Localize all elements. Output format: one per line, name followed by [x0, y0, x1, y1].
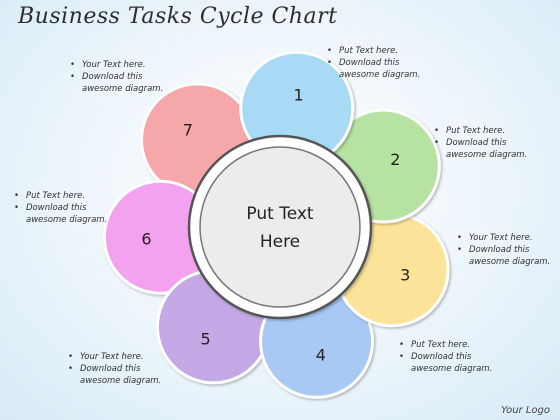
- center-text-line1: Put Text: [246, 204, 314, 224]
- center-circle: [199, 146, 361, 308]
- note-top-left: Your Text here. Download this awesome di…: [70, 59, 163, 95]
- note-left: Put Text here. Download this awesome dia…: [14, 190, 107, 226]
- center-text-line2: Here: [260, 232, 300, 252]
- note-line: awesome diagram.: [339, 70, 421, 80]
- note-bottom-right: Put Text here. Download this awesome dia…: [399, 339, 492, 375]
- petal-number: 7: [183, 121, 193, 140]
- note-line: Put Text here.: [434, 125, 527, 137]
- note-line: Download this: [70, 71, 163, 83]
- note-line: awesome diagram.: [80, 376, 162, 386]
- petal-number: 4: [316, 346, 326, 365]
- note-bottom-left: Your Text here. Download this awesome di…: [68, 351, 161, 387]
- note-line: Download this: [327, 57, 420, 69]
- note-line: Your Text here.: [457, 232, 550, 244]
- petal-number: 1: [294, 85, 304, 104]
- note-line: Download this: [14, 202, 107, 214]
- petal-number: 5: [201, 330, 211, 349]
- note-top: Put Text here. Download this awesome dia…: [327, 45, 420, 81]
- note-line: awesome diagram.: [26, 215, 108, 225]
- note-line: Put Text here.: [327, 45, 420, 57]
- note-line: awesome diagram.: [446, 150, 528, 160]
- note-right-upper: Put Text here. Download this awesome dia…: [434, 125, 527, 161]
- page-title: Business Tasks Cycle Chart: [18, 4, 338, 29]
- note-line: awesome diagram.: [469, 257, 551, 267]
- logo-text: Your Logo: [501, 405, 550, 416]
- petal-6: 6: [102, 179, 218, 295]
- note-line: awesome diagram.: [82, 84, 164, 94]
- petal-number: 2: [390, 150, 400, 169]
- note-line: Your Text here.: [68, 351, 161, 363]
- note-right-lower: Your Text here. Download this awesome di…: [457, 232, 550, 268]
- petal-number: 6: [141, 229, 151, 248]
- note-line: awesome diagram.: [411, 364, 493, 374]
- note-line: Download this: [399, 351, 492, 363]
- petal-number: 3: [400, 266, 410, 285]
- note-line: Your Text here.: [70, 59, 163, 71]
- note-line: Download this: [457, 244, 550, 256]
- note-line: Put Text here.: [399, 339, 492, 351]
- note-line: Download this: [434, 137, 527, 149]
- note-line: Download this: [68, 363, 161, 375]
- note-line: Put Text here.: [14, 190, 107, 202]
